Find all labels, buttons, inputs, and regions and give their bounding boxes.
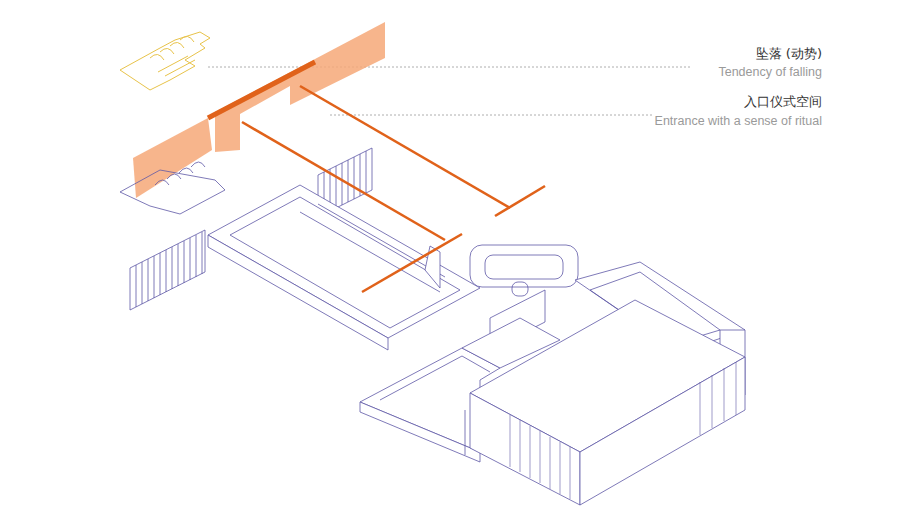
drawing-line (120, 170, 225, 214)
drawing-line (120, 32, 210, 90)
falling-figure (120, 32, 210, 90)
label-english: Tendency of falling (715, 65, 822, 79)
drawing-line (512, 282, 528, 296)
drawing-line (130, 230, 205, 310)
drawing-line (362, 234, 462, 292)
drawing-line (136, 232, 202, 307)
drawing-line (242, 122, 445, 240)
drawing-line (155, 162, 205, 185)
drawing-line (208, 235, 388, 350)
drawing-line (208, 67, 690, 68)
drawing-line (470, 245, 578, 287)
label-chinese: 入口仪式空间 (741, 95, 822, 110)
drawing-line (470, 393, 580, 505)
drawing-line (700, 362, 736, 435)
building (120, 148, 745, 505)
drawing-line (158, 56, 195, 76)
drawing-line (330, 115, 690, 116)
drawing-line (580, 357, 745, 505)
ritual-axes (242, 86, 545, 292)
drawing-line (510, 415, 570, 499)
drawing-line (465, 410, 466, 455)
drawing-line (495, 186, 545, 216)
drawing-line (300, 86, 510, 208)
label-english: Entrance with a sense of ritual (652, 114, 822, 128)
drawing-line (208, 62, 315, 118)
label-chinese: 坠落 (动势) (753, 47, 822, 62)
drawing-line (230, 197, 460, 328)
drawing-line (133, 118, 212, 198)
drawing-line (120, 162, 225, 214)
drawing-line (360, 402, 480, 462)
drawing-line (485, 255, 563, 279)
